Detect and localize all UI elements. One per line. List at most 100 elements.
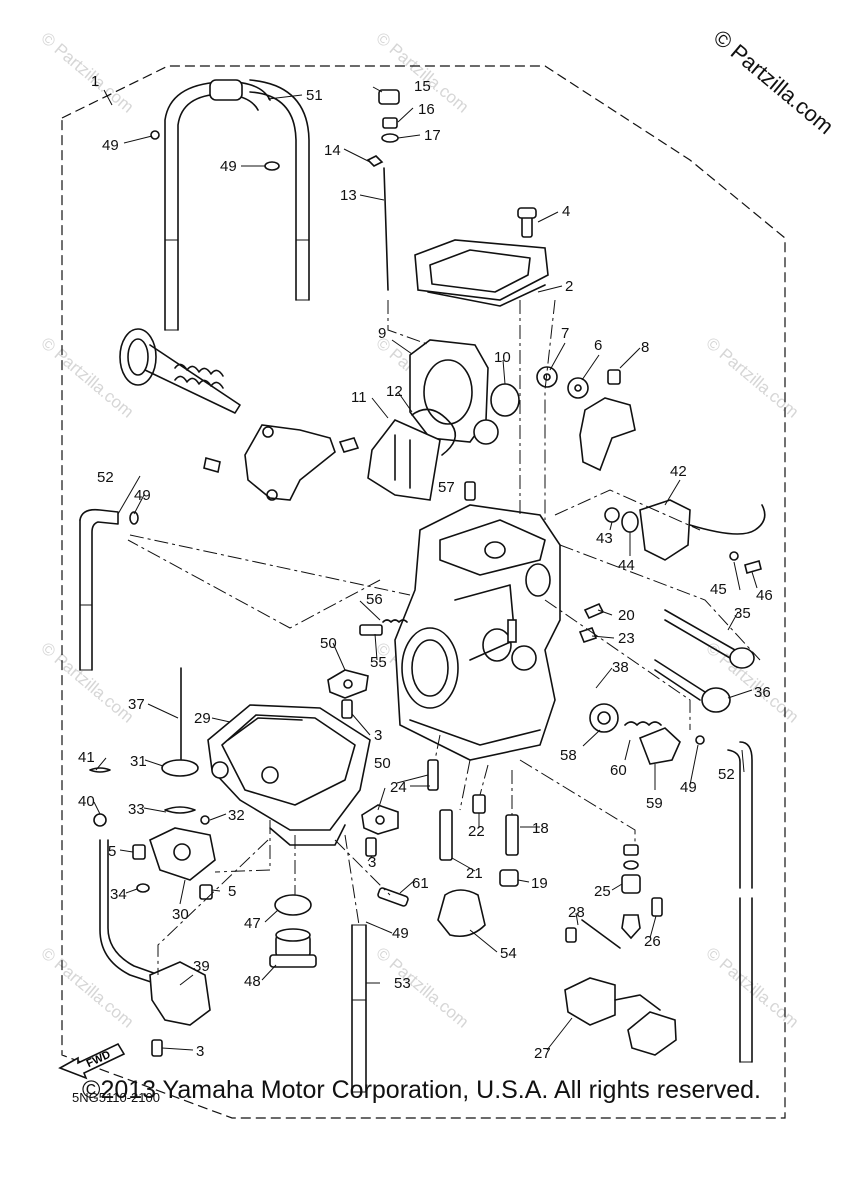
callout-57: 57 <box>438 479 455 496</box>
callout-34: 34 <box>110 886 127 903</box>
callout-18: 18 <box>532 820 549 837</box>
parts-25-26-28 <box>565 844 663 949</box>
parts-58-59-60 <box>589 703 705 765</box>
callout-14: 14 <box>324 142 341 159</box>
callout-28: 28 <box>568 904 585 921</box>
jets <box>427 759 519 887</box>
corner-watermark: © Partzilla.com <box>709 25 839 139</box>
callout-12: 12 <box>386 383 403 400</box>
callout-5: 5 <box>108 843 116 860</box>
jet-needle <box>366 89 400 291</box>
assembly-boundary <box>61 65 786 1119</box>
drain-hose-53 <box>351 924 367 1093</box>
callout-19: 19 <box>531 875 548 892</box>
callout-46: 46 <box>756 587 773 604</box>
callout-50: 50 <box>374 755 391 772</box>
accelerator-pump-stack <box>132 667 216 900</box>
callout-51: 51 <box>306 87 323 104</box>
top-cover <box>414 207 549 307</box>
callout-40: 40 <box>78 793 95 810</box>
callout-49: 49 <box>392 925 409 942</box>
callout-58: 58 <box>560 747 577 764</box>
throttle-sensor <box>604 499 766 574</box>
callout-45: 45 <box>710 581 727 598</box>
callout-21: 21 <box>466 865 483 882</box>
callout-17: 17 <box>424 127 441 144</box>
callout-49: 49 <box>134 487 151 504</box>
callout-23: 23 <box>618 630 635 647</box>
callout-29: 29 <box>194 710 211 727</box>
callout-10: 10 <box>494 349 511 366</box>
callout-25: 25 <box>594 883 611 900</box>
callout-3: 3 <box>196 1043 204 1060</box>
screws-55-56-57 <box>359 481 476 636</box>
callout-20: 20 <box>618 607 635 624</box>
callout-26: 26 <box>644 933 661 950</box>
throttle-cable-39 <box>99 839 211 1057</box>
callout-36: 36 <box>754 684 771 701</box>
callout-8: 8 <box>641 339 649 356</box>
callout-2: 2 <box>565 278 573 295</box>
callout-47: 47 <box>244 915 261 932</box>
callout-32: 32 <box>228 807 245 824</box>
adjuster-screws <box>578 602 755 713</box>
callout-6: 6 <box>594 337 602 354</box>
watermark: © Partzilla.com <box>37 639 137 727</box>
callout-13: 13 <box>340 187 357 204</box>
float-bowl <box>207 704 371 846</box>
callout-3: 3 <box>374 727 382 744</box>
callout-50: 50 <box>320 635 337 652</box>
callout-33: 33 <box>128 801 145 818</box>
callout-35: 35 <box>734 605 751 622</box>
callout-41: 41 <box>78 749 95 766</box>
callout-43: 43 <box>596 530 613 547</box>
callout-56: 56 <box>366 591 383 608</box>
part-54 <box>437 889 486 938</box>
callout-22: 22 <box>468 823 485 840</box>
callout-3: 3 <box>368 854 376 871</box>
brackets-50 <box>327 669 399 857</box>
watermark: © Partzilla.com <box>37 29 137 117</box>
link-plate <box>203 424 360 501</box>
screw-61 <box>377 887 409 907</box>
callout-44: 44 <box>618 557 635 574</box>
copyright-notice: ©2013 Yamaha Motor Corporation, U.S.A. A… <box>82 1076 761 1104</box>
leader-lines <box>93 86 758 1051</box>
washers-lever <box>536 366 636 472</box>
callout-61: 61 <box>412 875 429 892</box>
callout-48: 48 <box>244 973 261 990</box>
watermark: © Partzilla.com <box>702 334 802 422</box>
callout-52: 52 <box>718 766 735 783</box>
callout-27: 27 <box>534 1045 551 1062</box>
callout-7: 7 <box>561 325 569 342</box>
part-27 <box>564 977 677 1056</box>
callout-53: 53 <box>394 975 411 992</box>
callout-31: 31 <box>130 753 147 770</box>
callout-38: 38 <box>612 659 629 676</box>
fwd-arrow: FWD <box>58 1042 126 1080</box>
callout-30: 30 <box>172 906 189 923</box>
overflow-hose-52-left <box>79 508 139 671</box>
callout-24: 24 <box>390 779 407 796</box>
callout-49: 49 <box>102 137 119 154</box>
carburetor-body <box>394 504 561 761</box>
throttle-shaft-assembly <box>119 328 241 414</box>
callout-49: 49 <box>680 779 697 796</box>
callout-52: 52 <box>97 469 114 486</box>
vent-hoses <box>150 79 310 331</box>
throttle-valve-parts <box>367 339 520 501</box>
callout-labels: 1 2 3 3 3 4 5 5 6 7 8 9 10 11 12 13 14 1… <box>78 73 773 1062</box>
callout-60: 60 <box>610 762 627 779</box>
diagram-code: 5NG5110-2100 <box>72 1090 160 1105</box>
overflow-hose-52-right <box>727 741 753 1063</box>
callout-9: 9 <box>378 325 386 342</box>
callout-15: 15 <box>414 78 431 95</box>
callout-4: 4 <box>562 203 570 220</box>
watermark: © Partzilla.com <box>37 944 137 1032</box>
callout-16: 16 <box>418 101 435 118</box>
callout-1: 1 <box>91 73 99 90</box>
drain-plug <box>269 894 317 968</box>
callout-59: 59 <box>646 795 663 812</box>
callout-11: 11 <box>351 389 367 406</box>
